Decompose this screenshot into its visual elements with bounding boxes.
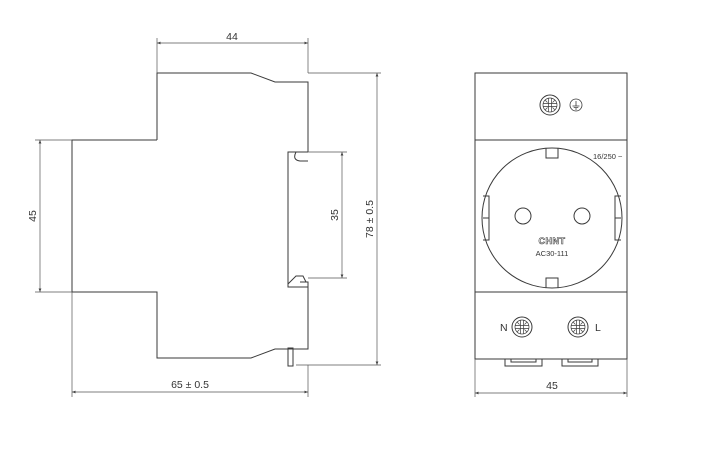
screw-terminal-icon <box>567 316 589 338</box>
screw-terminal-icon <box>539 94 561 116</box>
terminal-label-n: N <box>500 322 508 334</box>
socket-hole-left <box>514 207 532 225</box>
front-view-outline <box>474 72 628 360</box>
din-rail-cutout <box>287 151 309 288</box>
ground-symbol-icon <box>569 98 583 112</box>
side-view-outline <box>71 72 309 359</box>
side-view: 44 45 35 78 ± 0.5 65 ± 0.5 <box>27 31 381 397</box>
model-label: AC30-111 <box>536 249 569 258</box>
bottom-clips <box>504 359 599 367</box>
dimension-label-78: 78 ± 0.5 <box>364 200 376 238</box>
screw-terminal-icon <box>511 316 533 338</box>
dimension-label-45: 45 <box>27 210 39 222</box>
terminal-label-l: L <box>595 322 601 334</box>
rating-label: 16/250 ~ <box>593 152 623 161</box>
socket-outlet: CHNT AC30-111 <box>481 147 623 289</box>
dimension-label-44: 44 <box>226 31 238 43</box>
brand-logo: CHNT <box>539 236 566 246</box>
dimension-label-65: 65 ± 0.5 <box>171 379 209 391</box>
socket-hole-right <box>573 207 591 225</box>
dimension-label-width-45: 45 <box>546 380 558 392</box>
dimension-label-35: 35 <box>329 209 341 221</box>
front-view: 16/250 ~ CHNT AC30-111 N L 45 <box>474 72 628 397</box>
bottom-clip <box>287 347 294 367</box>
